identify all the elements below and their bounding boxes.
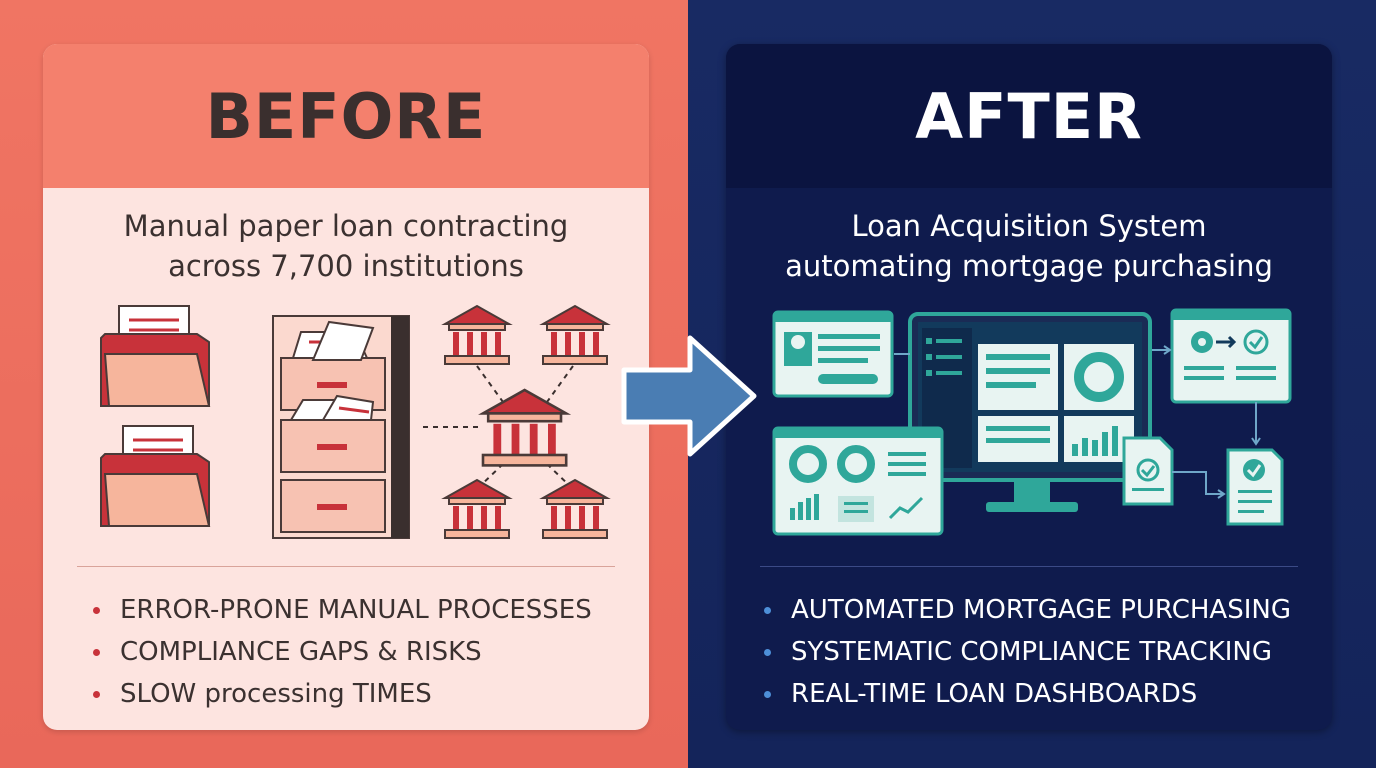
profile-card-icon [772, 310, 894, 398]
after-panel: AFTER Loan Acquisition System automating… [726, 44, 1332, 730]
after-bullet-text: REAL-TIME LOAN DASHBOARDS [791, 679, 1198, 709]
after-subtitle-line-1: Loan Acquisition System [851, 209, 1207, 243]
before-bullet-text: SLOW processing TIMES [120, 679, 432, 709]
before-bullet: ERROR-PRONE MANUAL PROCESSES [93, 589, 592, 631]
before-bullet: SLOW processing TIMES [93, 673, 592, 715]
document-check-icon [1122, 436, 1174, 506]
monitor-dashboard-icon [908, 312, 1152, 512]
bullet-dot-icon [764, 648, 771, 656]
after-title: AFTER [915, 79, 1143, 153]
bullet-dot-icon [93, 690, 100, 698]
bank-icon [539, 478, 611, 539]
after-bullet: REAL-TIME LOAN DASHBOARDS [764, 673, 1291, 715]
after-subtitle: Loan Acquisition System automating mortg… [726, 206, 1332, 286]
before-divider [77, 566, 615, 567]
bank-icon [441, 304, 513, 365]
after-bullet: AUTOMATED MORTGAGE PURCHASING [764, 589, 1291, 631]
workflow-icon [1170, 308, 1292, 404]
after-bullet-text: AUTOMATED MORTGAGE PURCHASING [791, 595, 1291, 625]
after-subtitle-line-2: automating mortgage purchasing [785, 249, 1273, 283]
document-check-icon [1226, 448, 1284, 526]
folder-icon [100, 425, 211, 527]
bullet-dot-icon [93, 648, 100, 656]
before-subtitle: Manual paper loan contracting across 7,7… [43, 206, 649, 286]
before-header: BEFORE [43, 44, 649, 188]
bullet-dot-icon [93, 606, 100, 614]
bullet-dot-icon [764, 606, 771, 614]
before-bullet-text: ERROR-PRONE MANUAL PROCESSES [120, 595, 592, 625]
dashboard-card-icon [772, 426, 944, 536]
before-subtitle-line-2: across 7,700 institutions [168, 249, 524, 283]
after-bullet-text: SYSTEMATIC COMPLIANCE TRACKING [791, 637, 1273, 667]
bullet-dot-icon [764, 690, 771, 698]
filing-cabinet-icon [272, 315, 410, 539]
after-bullet-list: AUTOMATED MORTGAGE PURCHASING SYSTEMATIC… [764, 589, 1291, 715]
before-illustration [100, 304, 611, 539]
after-divider [760, 566, 1298, 567]
before-subtitle-line-1: Manual paper loan contracting [123, 209, 569, 243]
before-bullet: COMPLIANCE GAPS & RISKS [93, 631, 592, 673]
after-illustration [772, 308, 1292, 536]
after-bullet: SYSTEMATIC COMPLIANCE TRACKING [764, 631, 1291, 673]
bank-icon [539, 304, 611, 365]
before-panel: BEFORE Manual paper loan contracting acr… [43, 44, 649, 730]
before-bullet-list: ERROR-PRONE MANUAL PROCESSES COMPLIANCE … [93, 589, 592, 715]
right-arrow-icon [621, 335, 757, 457]
folder-icon [100, 305, 211, 407]
bank-icon [441, 478, 513, 539]
after-header: AFTER [726, 44, 1332, 188]
before-bullet-text: COMPLIANCE GAPS & RISKS [120, 637, 482, 667]
before-title: BEFORE [205, 79, 487, 153]
bank-icon [478, 388, 572, 467]
flow-connectors [894, 345, 1261, 499]
